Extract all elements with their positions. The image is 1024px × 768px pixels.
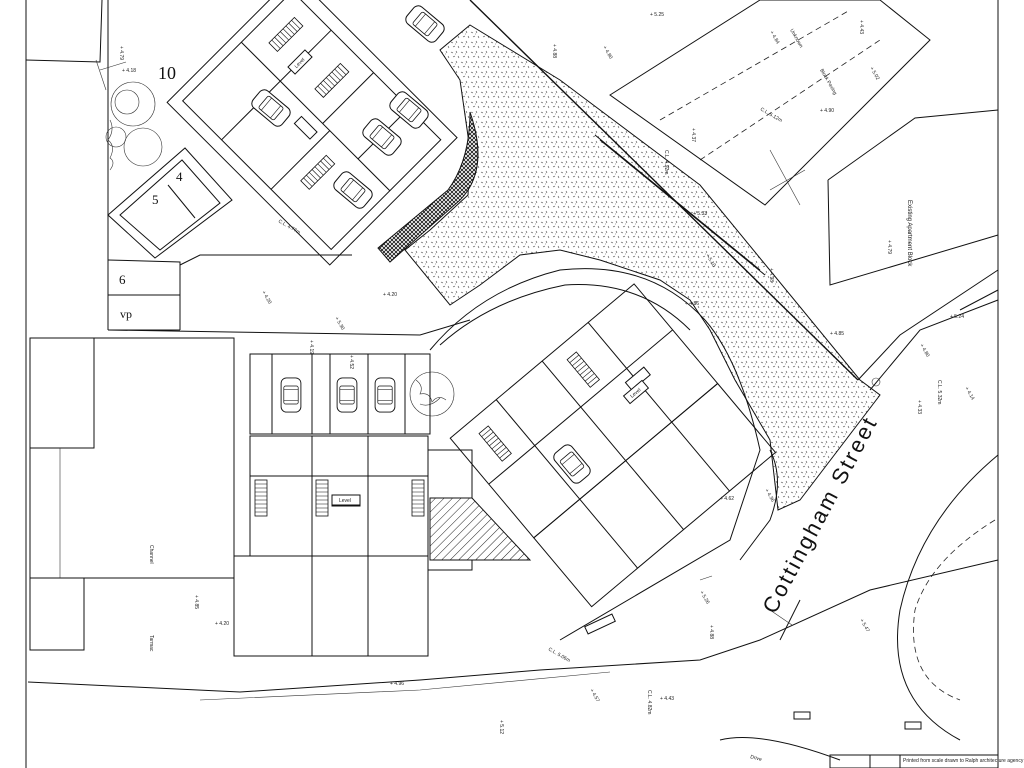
spot-level: + 5.02 (868, 66, 880, 81)
tarmac-label: Tarmac (148, 635, 154, 652)
spot-level: + 5.24 (950, 314, 964, 320)
existing-building-label: Existing Apartment Block (906, 200, 912, 267)
cover-level: C.L. 4.82m (646, 690, 652, 714)
spot-level: + 4.80 (918, 343, 930, 358)
plot-6-label: 6 (119, 272, 126, 287)
spot-level: + 4.98 (768, 268, 774, 282)
spot-level: + 5.25 (650, 12, 664, 18)
east-parking-lot (609, 0, 931, 206)
spot-level: + 5.47 (858, 618, 870, 633)
street-curves (719, 454, 999, 761)
unknown-label: Unknown (788, 28, 804, 49)
south-terrace (233, 353, 532, 657)
spot-level: + 5.26 (698, 590, 710, 605)
spot-level: + 4.88 (551, 44, 557, 58)
cover-level: C.L. 5.32m (936, 380, 942, 404)
gravel-driveway (377, 24, 881, 511)
cover-level: C.L. 4.77m (277, 219, 301, 236)
plot-10-label: 10 (158, 63, 176, 83)
plot-vp-label: vp (120, 307, 132, 321)
spot-level: + 4.19 (308, 340, 314, 354)
spot-level: + 4.79 (886, 240, 892, 254)
site-boundary (27, 254, 999, 701)
block-paving-label: Block Paving (818, 68, 838, 96)
spot-level: + 4.57 (588, 688, 600, 703)
drawing-frame (25, 0, 999, 768)
spot-level: + 5.12 (498, 720, 504, 734)
spot-level: + 4.90 (820, 108, 834, 114)
southeast-car (550, 441, 594, 487)
north-building (166, 0, 458, 266)
spot-level: + 4.79 (118, 46, 124, 60)
cover-level: C.L. 5.12m (759, 107, 783, 124)
level-label-2: Level (339, 498, 351, 504)
plots-4-5 (107, 147, 233, 331)
tree-group (105, 81, 455, 417)
spot-level: + 5.30 (333, 316, 345, 331)
spot-level: + 4.37 (690, 128, 696, 142)
left-boundary (25, 0, 127, 330)
spot-level: + 4.14 (963, 386, 975, 401)
west-neighbour-building: Channel Tarmac (29, 337, 235, 652)
spot-level: + 4.20 (383, 292, 397, 298)
plot-5-label: 5 (152, 192, 159, 207)
spot-level: + 4.20 (215, 621, 229, 627)
spot-level: + 5.33 (693, 211, 707, 217)
spot-level: + 4.36 (763, 488, 775, 503)
spot-level: + 4.80 (601, 45, 613, 60)
spot-level: + 4.18 (122, 68, 136, 74)
drive-label: Drive (749, 754, 762, 763)
spot-level: + 4.52 (348, 355, 354, 369)
spot-level: + 4.86 (685, 301, 699, 307)
spot-level: + 4.85 (193, 595, 199, 609)
channel-label: Channel (148, 545, 154, 564)
title-block-note: Printed from scale drawn to Ralph archit… (903, 758, 1024, 764)
cover-level: C.L. 5.06m (547, 647, 571, 664)
spot-level: + 4.62 (720, 496, 734, 502)
plot-4-label: 4 (176, 169, 183, 184)
spot-level: + 4.43 (660, 696, 674, 702)
plot-labels: 10 4 5 6 vp (119, 63, 183, 321)
spot-level: + 4.33 (916, 400, 922, 414)
spot-level: + 4.96 (390, 681, 404, 687)
access-road (429, 268, 778, 641)
spot-level: + 4.20 (260, 290, 272, 305)
cover-level: C.L. 4.92m (663, 150, 669, 174)
road-edges (469, 0, 999, 391)
existing-apartment-block: Existing Apartment Block (827, 109, 999, 286)
misc-details (584, 377, 922, 730)
spot-level: + 4.84 (768, 30, 780, 45)
spot-level: + 4.43 (858, 20, 864, 34)
spot-level: + 4.88 (708, 625, 714, 639)
title-block: Printed from scale drawn to Ralph archit… (829, 754, 1024, 768)
southeast-building (449, 283, 777, 608)
spot-level: + 4.85 (830, 331, 844, 337)
